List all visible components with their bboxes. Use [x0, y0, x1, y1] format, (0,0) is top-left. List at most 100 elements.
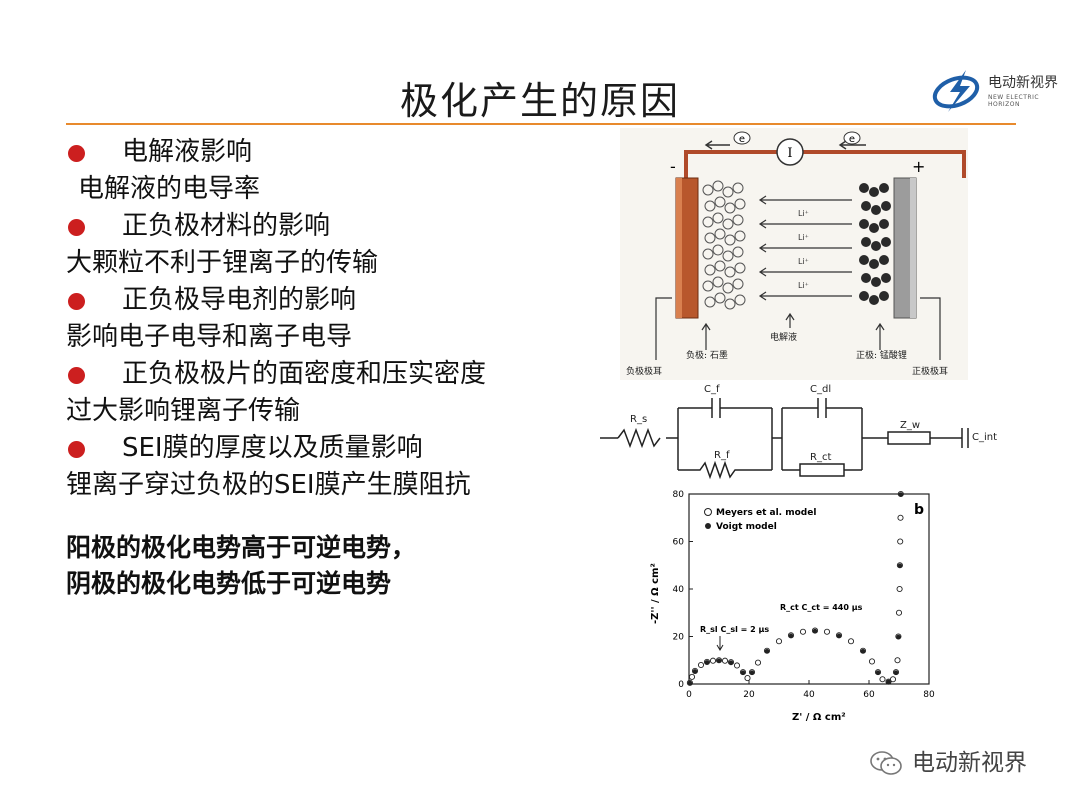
ammeter-icon [776, 138, 804, 166]
logo-text-en: NEW ELECTRIC HORIZON [988, 94, 1040, 108]
data-point-meyers [754, 659, 762, 666]
battery-diagram: I e e - + Li⁺ Li⁺ Li⁺ Li⁺ [620, 128, 968, 380]
terminal-plus: + [912, 157, 925, 176]
bullet-list: 电解液影响 电解液的电导率 正负极材料的影响 大颗粒不利于锂离子的传输 正负极导… [66, 134, 586, 504]
warburg-element [887, 431, 931, 445]
watermark-text: 电动新视界 [912, 750, 1027, 776]
ion-label: Li⁺ [798, 281, 809, 290]
label-rs: R_s [630, 414, 647, 425]
data-point-meyers [895, 609, 903, 616]
bullet-detail: 影响电子电导和离子电导 [66, 322, 353, 352]
data-point-meyers [823, 628, 831, 635]
electron-arrow-icon [704, 140, 730, 150]
panel-label: b [914, 502, 924, 518]
negative-tab-label: 负极极耳 [626, 365, 662, 377]
conclusion-block: 阳极的极化电势高于可逆电势， 阴极的极化电势低于可逆电势 [66, 530, 416, 602]
anode-label: 负极: 石墨 [686, 349, 728, 361]
conclusion-line-2: 阴极的极化电势低于可逆电势 [66, 569, 392, 598]
y-tick-label: 80 [673, 490, 685, 500]
electron-label-right: e [849, 134, 855, 145]
label-cf: C_f [704, 384, 720, 395]
data-point-meyers [688, 673, 696, 680]
ion-flow-arrows [758, 195, 852, 301]
bullet-dot-icon [68, 219, 85, 236]
cathode-label: 正极: 锰酸锂 [856, 349, 907, 361]
data-point-meyers [868, 658, 876, 665]
bullet-item: 正负极材料的影响 [66, 208, 586, 245]
data-point-voigt [704, 660, 710, 665]
graphite-layers [702, 180, 746, 310]
bullet-item: 正负极导电剂的影响 [66, 282, 586, 319]
data-point-meyers [721, 657, 729, 664]
label-rct: R_ct [810, 452, 831, 463]
data-point-meyers [733, 662, 741, 669]
legend-item-voigt: Voigt model [716, 522, 777, 532]
data-point-meyers [709, 657, 717, 664]
annotation-arrow-icon [716, 636, 724, 651]
data-point-voigt [764, 648, 770, 654]
title-divider [66, 123, 1016, 125]
data-point-meyers [847, 638, 855, 645]
bullet-item: 电解液影响 [66, 134, 586, 171]
data-point-meyers [697, 661, 705, 669]
data-point-meyers [897, 514, 904, 521]
ion-label: Li⁺ [798, 209, 809, 218]
bullet-detail: 过大影响锂离子传输 [66, 396, 301, 426]
resistor-rs [617, 427, 661, 449]
x-tick-label: 80 [923, 690, 935, 700]
legend-item-meyers: Meyers et al. model [716, 508, 816, 518]
legend-open-circle-icon [704, 508, 712, 516]
bullet-item: 正负极极片的面密度和压实密度 [66, 356, 586, 393]
electron-label-left: e [739, 134, 745, 145]
equivalent-circuit-diagram: R_s C_f R_f C_dl R_ct Z_w C_int [600, 384, 997, 480]
page-title: 极化产生的原因 [399, 79, 680, 123]
data-point-voigt [893, 670, 899, 675]
data-point-voigt [836, 633, 842, 639]
bullet-detail: 大颗粒不利于锂离子的传输 [66, 248, 379, 278]
label-cdl: C_dl [810, 384, 831, 395]
y-tick-label: 20 [673, 633, 685, 643]
data-point-voigt [812, 628, 818, 634]
bullet-dot-icon [68, 441, 85, 458]
resistor-rct [799, 463, 845, 477]
svg-text:I: I [787, 146, 792, 161]
bullet-dot-icon [68, 367, 85, 384]
label-cint: C_int [972, 432, 997, 443]
data-point-voigt [788, 633, 794, 639]
data-point-voigt [749, 670, 755, 675]
bullet-detail: 电解液的电导率 [78, 174, 261, 204]
y-tick-label: 60 [673, 538, 685, 548]
y-axis-label: -Z'' / Ω cm² [650, 563, 661, 624]
data-point-meyers [799, 628, 807, 635]
bullet-item: SEI膜的厚度以及质量影响 [66, 430, 586, 467]
data-point-meyers [879, 676, 886, 683]
electron-arrow-icon [838, 140, 866, 150]
data-point-voigt [716, 658, 722, 663]
ion-label: Li⁺ [798, 233, 809, 242]
data-point-meyers [896, 585, 903, 593]
resistor-rf [678, 460, 772, 480]
ion-label: Li⁺ [798, 257, 809, 266]
data-point-voigt [687, 680, 693, 686]
legend-filled-circle-icon [705, 523, 711, 529]
plot-frame [688, 493, 930, 685]
data-point-meyers [897, 538, 904, 545]
data-point-meyers [894, 657, 901, 664]
data-point-meyers [775, 638, 783, 645]
label-zw: Z_w [900, 420, 920, 431]
watermark: 电动新视界 [868, 748, 1068, 780]
positive-tab-label: 正极极耳 [912, 365, 948, 377]
annotation-sei: R_sl C_sl = 2 μs [700, 625, 769, 634]
terminal-minus: - [670, 157, 676, 176]
data-point-voigt [875, 670, 881, 675]
bullet-dot-icon [68, 293, 85, 310]
data-point-voigt [860, 648, 866, 654]
data-point-voigt [898, 492, 904, 497]
data-point-meyers [744, 675, 751, 682]
x-axis-label: Z' / Ω cm² [792, 712, 846, 723]
y-tick-label: 40 [673, 585, 685, 595]
data-point-meyers [686, 679, 693, 686]
data-point-meyers [889, 676, 897, 683]
data-point-voigt [897, 563, 903, 568]
